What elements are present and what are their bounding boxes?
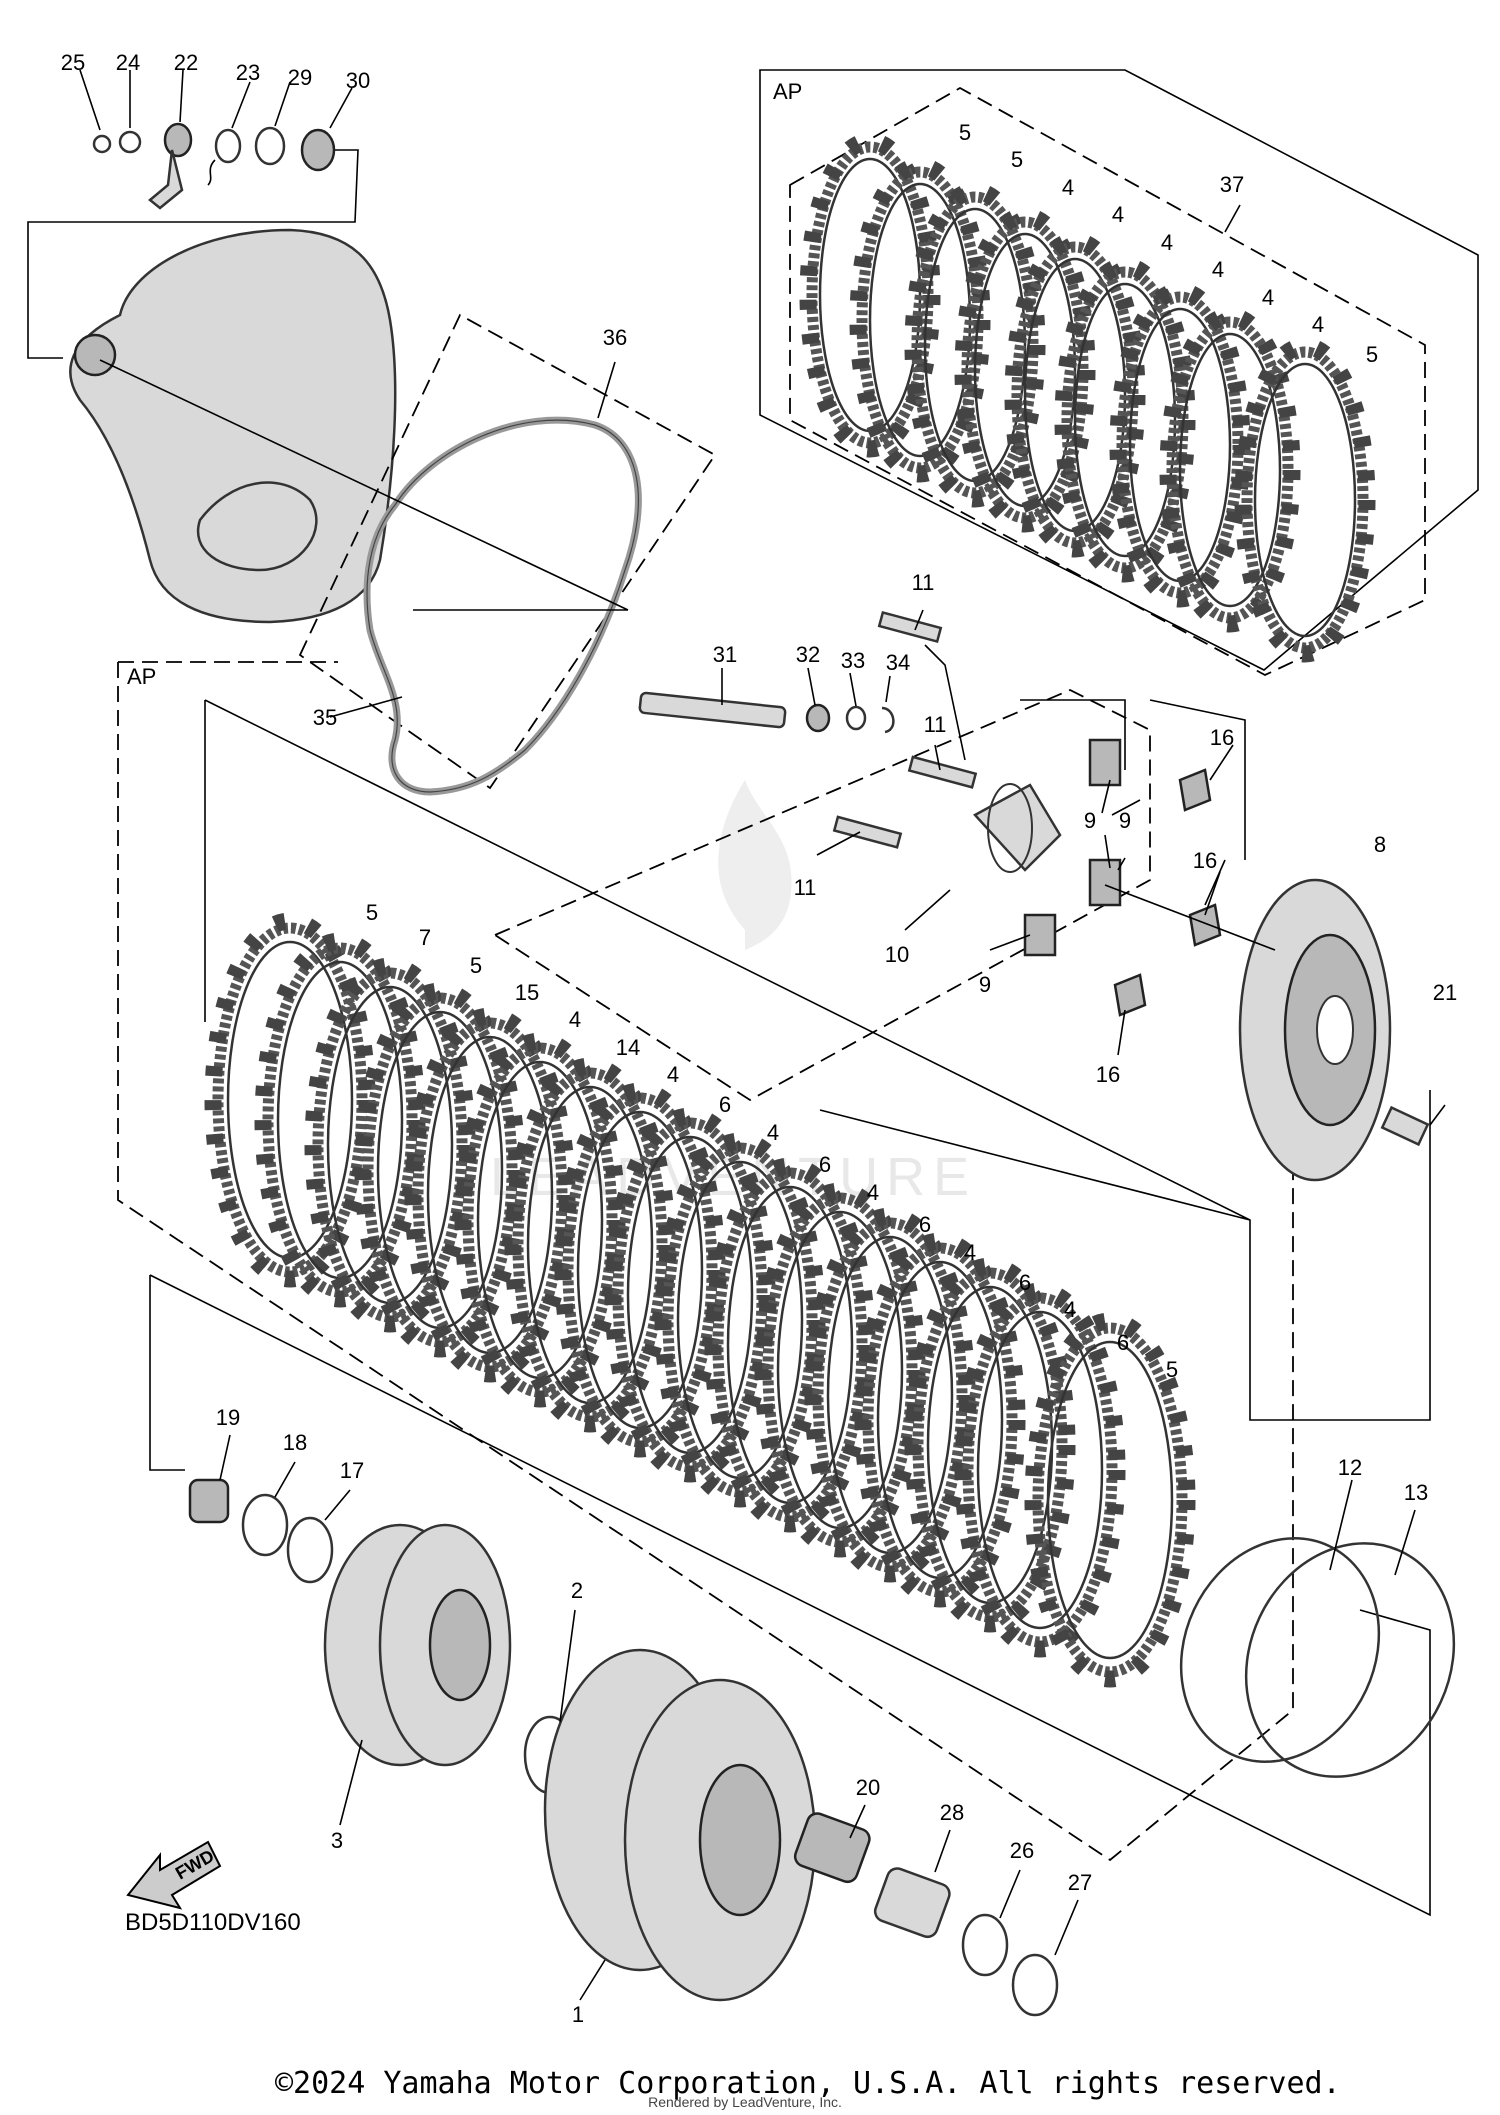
callout-10: 10	[885, 942, 909, 967]
leader-lines	[79, 69, 1446, 2001]
rendered-by: Rendered by LeadVenture, Inc.	[648, 2094, 842, 2110]
callout-main-15: 15	[515, 980, 539, 1005]
callout-27: 27	[1068, 1870, 1092, 1895]
callout-8: 8	[1374, 832, 1386, 857]
ap-label-top: AP	[773, 79, 802, 104]
crankcase-cover	[69, 228, 397, 624]
callout-main-4a: 4	[569, 1007, 581, 1032]
copyright-notice: ©2024 Yamaha Motor Corporation, U.S.A. A…	[275, 2066, 1341, 2101]
callout-main-7: 7	[419, 925, 431, 950]
callout-top-4e: 4	[1262, 285, 1274, 310]
callout-2: 2	[571, 1578, 583, 1603]
callout-main-5a: 5	[366, 900, 378, 925]
callout-34: 34	[886, 650, 910, 675]
callout-top-4b: 4	[1112, 202, 1124, 227]
top-small-parts	[92, 122, 336, 210]
callout-9-low: 9	[979, 972, 991, 997]
diagram-code: BD5D110DV160	[125, 1909, 301, 1936]
push-rod-assembly	[638, 691, 895, 734]
callout-22: 22	[174, 50, 198, 75]
clutch-hub-and-housing	[188, 1478, 1059, 2017]
callout-23: 23	[236, 60, 260, 85]
callout-11-top: 11	[912, 570, 935, 595]
callout-main-6e: 6	[1117, 1330, 1129, 1355]
callout-top-4c: 4	[1161, 230, 1173, 255]
callout-top-4f: 4	[1312, 312, 1324, 337]
callout-1: 1	[572, 2002, 584, 2027]
gasket-kit	[99, 313, 717, 796]
callout-24: 24	[116, 50, 140, 75]
callout-main-4d: 4	[867, 1180, 879, 1205]
callout-18: 18	[283, 1430, 307, 1455]
callout-33: 33	[841, 648, 865, 673]
lower-frame	[149, 1274, 1431, 1917]
top-plate-stack	[808, 141, 1367, 654]
callout-3: 3	[331, 1828, 343, 1853]
callout-main-6b: 6	[819, 1152, 831, 1177]
callout-16-mid: 16	[1193, 848, 1217, 873]
callout-36: 36	[603, 325, 627, 350]
callout-main-6a: 6	[719, 1092, 731, 1117]
callout-main-6c: 6	[919, 1212, 931, 1237]
callout-main-5b: 5	[470, 953, 482, 978]
callout-25: 25	[61, 50, 85, 75]
callout-main-4f: 4	[1064, 1297, 1076, 1322]
main-frame	[204, 699, 1431, 1421]
callout-32: 32	[796, 642, 820, 667]
callout-13: 13	[1404, 1480, 1428, 1505]
cover-bracket	[60, 149, 359, 223]
callout-main-4e: 4	[964, 1240, 976, 1265]
callout-21: 21	[1433, 980, 1457, 1005]
callout-top-4d: 4	[1212, 257, 1224, 282]
callout-12: 12	[1338, 1455, 1362, 1480]
callout-top-4a: 4	[1062, 175, 1074, 200]
callout-19: 19	[216, 1405, 240, 1430]
callout-20: 20	[856, 1775, 880, 1800]
callout-29: 29	[288, 65, 312, 90]
callout-9-mid: 9	[1119, 808, 1131, 833]
callout-main-14: 14	[616, 1035, 640, 1060]
ap-label-main: AP	[127, 664, 156, 689]
ap-kit-top: AP	[759, 69, 1479, 677]
callout-16-top: 16	[1210, 725, 1234, 750]
fwd-arrow: FWD	[126, 1840, 222, 1910]
callout-top-5a: 5	[959, 120, 971, 145]
callout-30: 30	[346, 68, 370, 93]
callout-9-top: 9	[1084, 808, 1096, 833]
callout-11-mid: 11	[924, 712, 947, 737]
pressure-plate-assembly	[493, 610, 1430, 1182]
callout-11-low: 11	[794, 875, 817, 900]
callout-37: 37	[1220, 172, 1244, 197]
ap-kit-main	[117, 661, 1294, 1862]
callout-28: 28	[940, 1800, 964, 1825]
callout-top-5c: 5	[1366, 342, 1378, 367]
callout-labels: 25 24 22 23 29 30 36 35 31 32 33 34 11 1…	[61, 50, 1457, 2027]
cover-bracket-left	[27, 221, 63, 359]
callout-31: 31	[713, 642, 737, 667]
callout-top-5b: 5	[1011, 147, 1023, 172]
callout-main-5c: 5	[1166, 1357, 1178, 1382]
callout-16-low: 16	[1096, 1062, 1120, 1087]
snap-rings	[1179, 1537, 1456, 1778]
callout-main-4c: 4	[767, 1120, 779, 1145]
callout-main-4b: 4	[667, 1062, 679, 1087]
callout-35: 35	[313, 705, 337, 730]
callout-26: 26	[1010, 1838, 1034, 1863]
callout-main-6d: 6	[1019, 1270, 1031, 1295]
callout-17: 17	[340, 1458, 364, 1483]
